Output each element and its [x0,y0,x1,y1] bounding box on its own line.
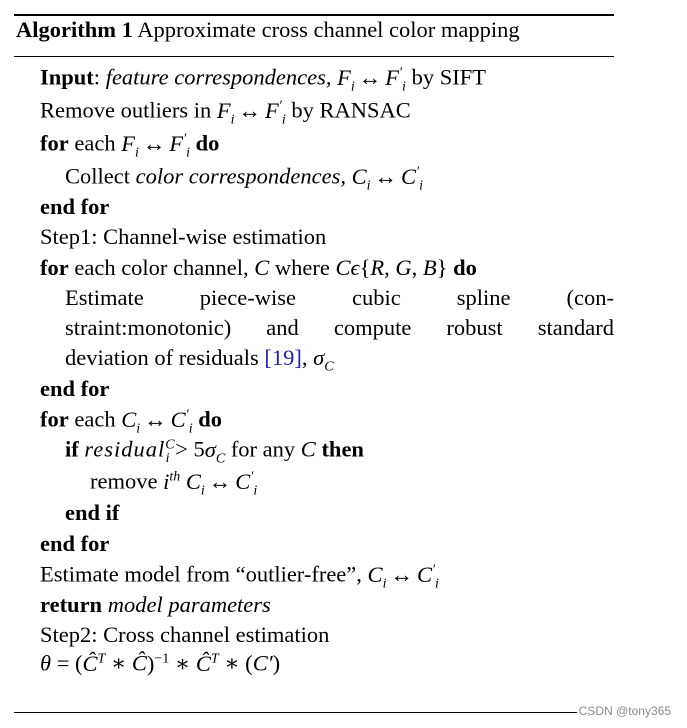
line-for-each-channel: for each color channel, C where Cϵ{R, G,… [40,255,477,280]
line-end-if: end if [65,500,120,525]
bottom-rule [14,712,614,713]
citation-link[interactable]: [19] [264,345,302,370]
watermark: CSDN @tony365 [576,704,673,718]
line-estimate-spline: Estimate piece-wise cubic spline (con- [65,285,614,310]
caption-rule [14,56,614,57]
top-rule [14,14,614,16]
line-collect: Collect color correspondences, Ci↔C′i [65,163,423,193]
line-for-each-color: for each Ci↔C′i do [40,406,222,436]
algorithm-caption: Algorithm 1 Approximate cross channel co… [16,17,520,43]
line-end-for-2: end for [40,376,110,401]
line-return: return model parameters [40,592,271,617]
line-if-residual: if residualCi > 5σC for any C then [65,436,364,466]
algorithm-title: Approximate cross channel color mapping [137,17,520,42]
line-formula: θ = (ĈT ∗ Ĉ)−1 ∗ ĈT ∗ (C′) [40,650,281,676]
line-end-for-3: end for [40,531,110,556]
line-input: Input: feature correspondences, Fi↔F′i b… [40,64,486,94]
line-remove-outliers: Remove outliers in Fi↔F′i by RANSAC [40,97,411,127]
line-estimate-model: Estimate model from “outlier-free”, Ci↔C… [40,561,439,591]
line-remove: remove ith Ci↔C′i [90,468,258,498]
line-deviation: deviation of residuals [19], σC [65,345,334,375]
line-step2: Step2: Cross channel estimation [40,622,330,647]
line-end-for-1: end for [40,194,110,219]
line-for-each-feature: for each Fi↔F′i do [40,130,220,160]
algorithm-label: Algorithm 1 [16,17,133,42]
line-constraint: straint:monotonic) and compute robust st… [65,315,614,340]
line-step1: Step1: Channel-wise estimation [40,224,327,249]
